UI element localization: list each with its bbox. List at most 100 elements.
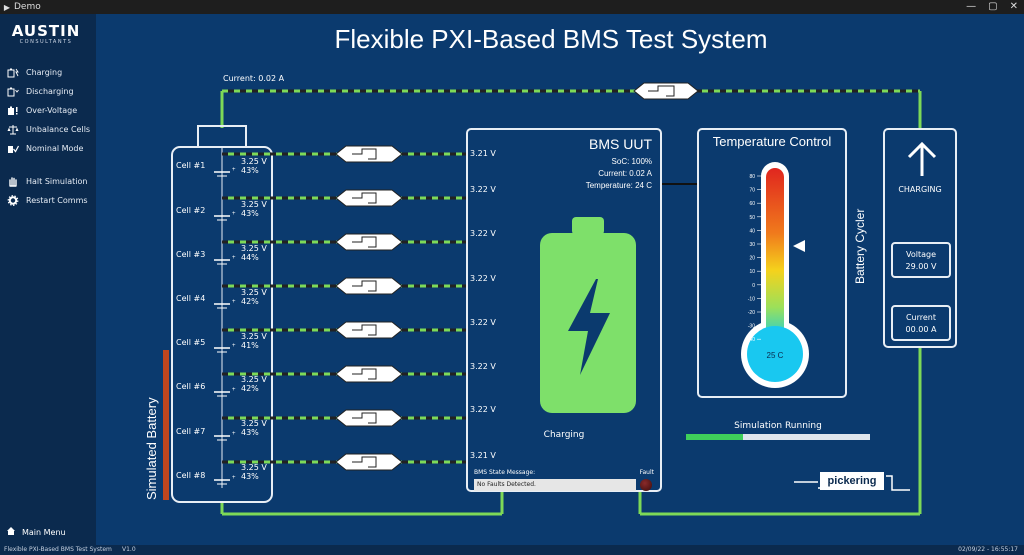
cell-symbol-icon: + (214, 299, 236, 309)
sidebar-item-label: Discharging (26, 86, 74, 96)
balance-icon (6, 123, 20, 135)
measured-voltage: 3.22 V (470, 185, 496, 194)
circuit-wiring: + + + + + + + + (163, 82, 922, 516)
sidebar-item-label: Over-Voltage (26, 105, 78, 115)
bms-state: Charging (543, 430, 585, 440)
scale-tick-label: -40 (748, 337, 755, 343)
bms-current: Current: 0.02 A (598, 169, 652, 178)
cell-connection-row: + (214, 145, 466, 177)
logo-sub: CONSULTANTS (19, 39, 73, 45)
scale-tick-label: -10 (748, 296, 755, 302)
pickering-logo: pickering (820, 472, 884, 490)
battery-discharging-icon (6, 85, 20, 97)
cell-symbol-icon: + (214, 475, 236, 485)
cell-connection-row: + (214, 233, 466, 265)
svg-text:+: + (232, 387, 236, 393)
maximize-button[interactable]: ▢ (988, 1, 998, 12)
window-controls: — ▢ ✕ (966, 0, 1018, 14)
cell-symbol-icon: + (214, 431, 236, 441)
battery-cycler-panel: CHARGING Voltage 29.00 V Current 00.00 A (883, 128, 957, 348)
cycler-current-value: 00.00 A (905, 325, 937, 334)
sidebar-item-over-voltage[interactable]: Over-Voltage (6, 102, 77, 118)
battery-charging-icon (6, 66, 20, 78)
scale-tick-label: 80 (749, 174, 755, 180)
minimize-button[interactable]: — (966, 1, 977, 12)
scale-tick-label: -20 (748, 310, 755, 316)
cycler-voltage-field: Voltage 29.00 V (891, 242, 951, 278)
scale-tick-label: 70 (749, 188, 755, 194)
fuse-icon (335, 321, 403, 339)
main-content: Flexible PXI-Based BMS Test System (96, 14, 1024, 545)
sidebar-item-label: Halt Simulation (26, 176, 88, 186)
cell-connection-row: + (214, 453, 466, 485)
cell-symbol-icon: + (214, 167, 236, 177)
cycler-state: CHARGING (898, 185, 942, 194)
over-voltage-icon (6, 104, 20, 116)
svg-text:+: + (232, 475, 236, 481)
svg-text:+: + (232, 431, 236, 437)
fuse-icon (335, 233, 403, 251)
cell-label: Cell #1 (176, 161, 206, 170)
temperature-title: Temperature Control (712, 134, 832, 149)
sidebar-item-unbalance-cells[interactable]: Unbalance Cells (6, 121, 90, 137)
sidebar-item-label: Nominal Mode (26, 143, 84, 153)
soc-indicator-bar (163, 350, 169, 500)
simulation-status: Simulation Running (734, 421, 822, 431)
sidebar-item-restart-comms[interactable]: Restart Comms (6, 192, 88, 208)
battery-charging-graphic (540, 217, 636, 413)
sidebar-item-discharging[interactable]: Discharging (6, 83, 74, 99)
status-version: V1.0 (122, 546, 136, 553)
svg-text:+: + (232, 343, 236, 349)
page-title: Flexible PXI-Based BMS Test System (334, 24, 768, 54)
hand-icon (6, 175, 20, 187)
measured-voltage: 3.21 V (470, 149, 496, 158)
fuse-icon (335, 409, 403, 427)
fault-label: Fault (639, 469, 654, 476)
cell-label: Cell #4 (176, 294, 206, 303)
sidebar-item-label: Unbalance Cells (26, 124, 91, 134)
measured-voltage: 3.21 V (470, 451, 496, 460)
cell-symbol-icon: + (214, 387, 236, 397)
sidebar-item-label: Restart Comms (26, 195, 88, 205)
scale-tick-label: 40 (749, 228, 755, 234)
close-button[interactable]: ✕ (1009, 1, 1018, 12)
cell-label: Cell #6 (176, 382, 206, 391)
main-menu-button[interactable]: Main Menu (6, 526, 66, 538)
status-bar: Flexible PXI-Based BMS Test System V1.0 … (0, 545, 1024, 555)
scale-tick-label: 20 (749, 256, 755, 262)
cell-label: Cell #8 (176, 471, 206, 480)
window-title: Demo (14, 2, 41, 12)
cell-symbol-icon: + (214, 255, 236, 265)
fuse-icon (335, 277, 403, 295)
cycler-voltage-label: Voltage (905, 250, 936, 259)
fuse-icon (335, 145, 403, 163)
bms-state-message: No Faults Detected. (474, 479, 636, 491)
status-app-name: Flexible PXI-Based BMS Test System (4, 546, 112, 553)
measured-voltage: 3.22 V (470, 362, 496, 371)
cell-connection-row: + (214, 189, 466, 221)
sidebar-item-halt-simulation[interactable]: Halt Simulation (6, 173, 87, 189)
cell-label: Cell #3 (176, 250, 206, 259)
cell-symbol-icon: + (214, 211, 236, 221)
sidebar-item-nominal-mode[interactable]: Nominal Mode (6, 140, 83, 156)
current-readout: Current: 0.02 A (223, 74, 285, 83)
bms-message-label: BMS State Message: (474, 469, 536, 476)
scale-tick-label: 60 (749, 201, 755, 207)
sidebar-item-charging[interactable]: Charging (6, 64, 62, 80)
top-fuse-icon (633, 82, 699, 100)
austin-logo: AUSTIN CONSULTANTS (8, 23, 84, 45)
cell-connection-row: + (214, 409, 466, 441)
bms-temperature: Temperature: 24 C (585, 181, 652, 190)
battery-pack-outline (171, 125, 273, 503)
arrow-up-icon (907, 141, 937, 176)
scale-tick-label: 0 (752, 283, 755, 289)
simulated-battery-label: Simulated Battery (144, 397, 159, 500)
